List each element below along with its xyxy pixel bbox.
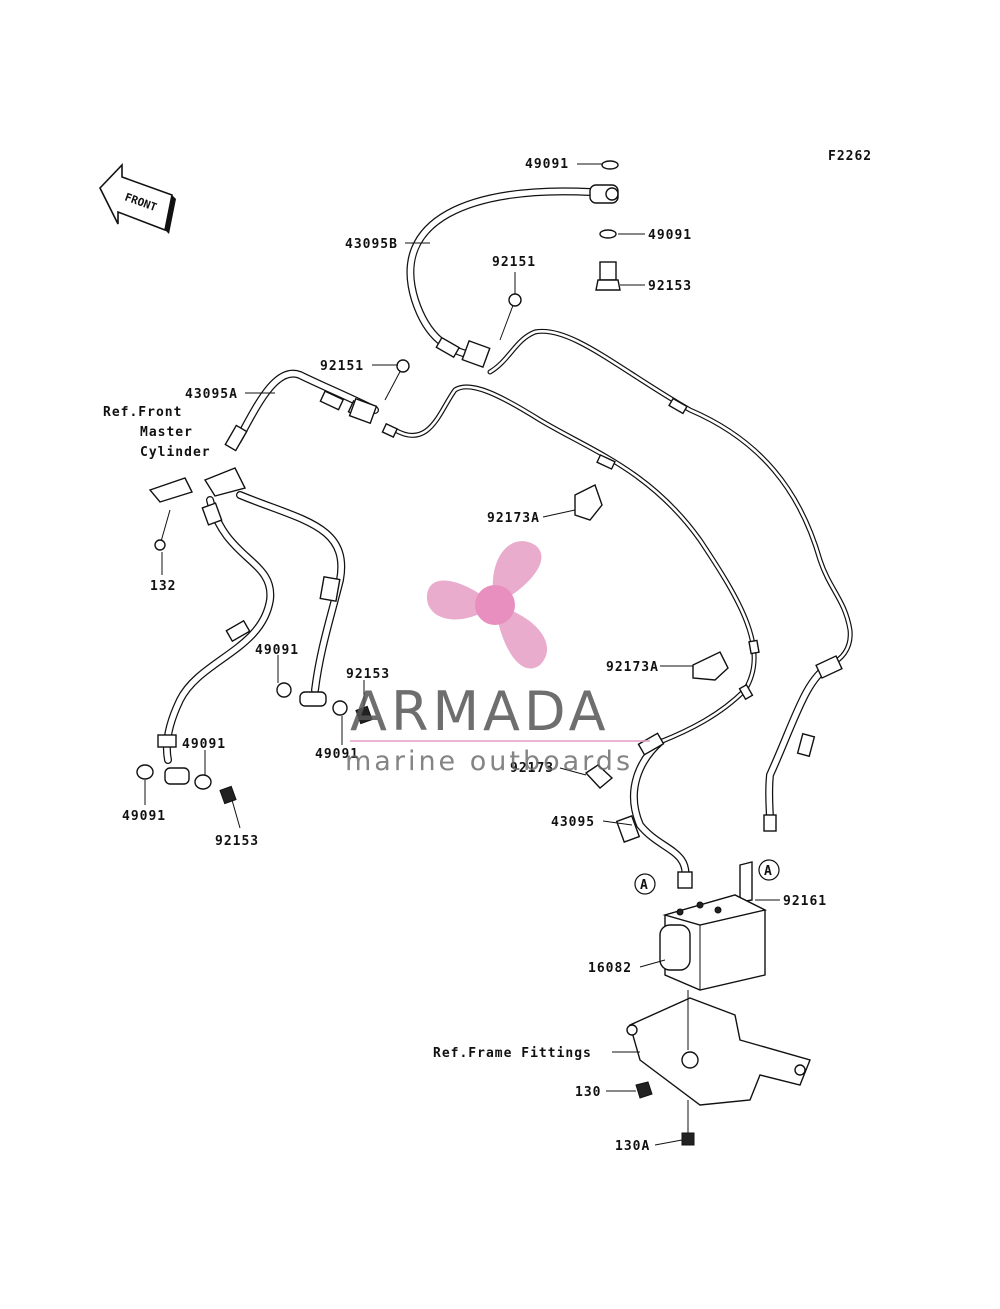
propeller-logo-icon [426, 541, 548, 669]
label-92173a-lower: 92173A [606, 660, 659, 675]
label-43095: 43095 [551, 815, 595, 830]
front-arrow-icon: FRONT [99, 163, 176, 234]
abs-bracket [626, 997, 811, 1146]
label-132: 132 [150, 579, 176, 594]
clip-92173a-lower [692, 651, 729, 681]
label-49091-left-b: 49091 [315, 747, 359, 762]
label-49091-top: 49091 [525, 157, 569, 172]
label-49091-left-c: 49091 [122, 809, 166, 824]
label-92151-lower: 92151 [320, 359, 364, 374]
label-92161: 92161 [783, 894, 827, 909]
label-92153-mid: 92153 [346, 667, 390, 682]
label-43095a: 43095A [185, 387, 238, 402]
label-92173: 92173 [510, 761, 554, 776]
bottom-left-banjo [136, 764, 237, 805]
armada-watermark: ARMADA marine outboards [345, 541, 650, 777]
label-16082: 16082 [588, 961, 632, 976]
label-49091-mid: 49091 [648, 228, 692, 243]
svg-text:A: A [764, 864, 773, 879]
clamps [348, 339, 491, 438]
label-ref-front-2: Master [140, 425, 193, 440]
mid-banjo [276, 682, 373, 725]
bolt-92151-upper [499, 293, 522, 341]
figure-code: F2262 [828, 149, 872, 164]
label-ref-frame: Ref.Frame Fittings [433, 1046, 592, 1061]
callout-marker-a-left: A [634, 873, 656, 895]
label-130: 130 [575, 1085, 601, 1100]
label-ref-front-3: Cylinder [140, 445, 211, 460]
label-92173a-upper: 92173A [487, 511, 540, 526]
brake-hoses [162, 187, 834, 884]
label-ref-front-1: Ref.Front [103, 405, 182, 420]
svg-text:A: A [640, 878, 649, 893]
label-130a: 130A [615, 1139, 650, 1154]
clip-92173 [584, 764, 614, 789]
label-92153-top: 92153 [648, 279, 692, 294]
callout-marker-a-right: A [758, 859, 780, 881]
top-banjo-assembly [589, 160, 621, 291]
abs-unit [659, 861, 768, 991]
clip-92173a-upper [574, 484, 603, 521]
watermark-brand: ARMADA [350, 680, 610, 743]
master-cylinder-bracket [148, 467, 247, 551]
part-labels: 49091 43095B 49091 92151 92153 92151 430… [103, 157, 827, 1154]
label-49091-bottom: 49091 [182, 737, 226, 752]
leader-lines [144, 163, 780, 1146]
label-92153-bottom: 92153 [215, 834, 259, 849]
bolt-92151-lower [384, 359, 410, 401]
label-92151-upper: 92151 [492, 255, 536, 270]
watermark-tagline: marine outboards [345, 746, 633, 777]
label-43095b: 43095B [345, 237, 398, 252]
label-49091-left-a: 49091 [255, 643, 299, 658]
